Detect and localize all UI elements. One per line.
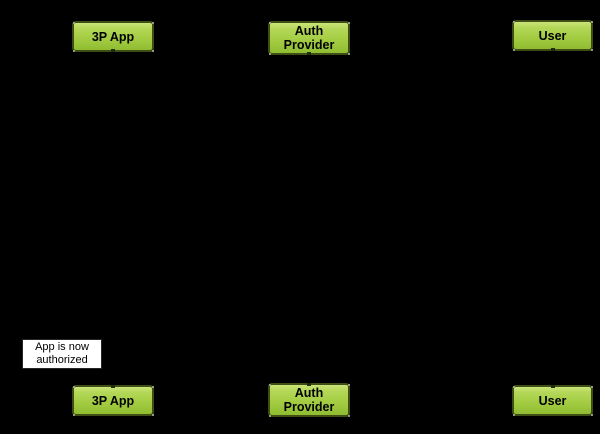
actor-box-3p-app-top: 3P App bbox=[72, 21, 154, 52]
lifeline-connector-dot bbox=[550, 48, 555, 51]
selection-handles bbox=[513, 21, 515, 23]
actor-box-auth-provider-top: Auth Provider bbox=[268, 21, 350, 55]
lifeline-connector-dot bbox=[550, 385, 555, 388]
lifeline-connector-dot bbox=[307, 383, 311, 386]
actor-label-auth-provider: Auth Provider bbox=[283, 386, 335, 414]
actor-box-3p-app-bottom: 3P App bbox=[72, 385, 154, 416]
selection-handles bbox=[269, 384, 271, 386]
actor-box-user-bottom: User bbox=[512, 385, 593, 416]
selection-handles bbox=[73, 22, 75, 24]
lifeline-connector-dot bbox=[307, 52, 311, 55]
selection-handles bbox=[513, 386, 515, 388]
actor-label-user: User bbox=[538, 28, 567, 43]
note-line-2: authorized bbox=[36, 354, 88, 366]
lifeline-connector-dot bbox=[111, 49, 115, 52]
selection-handles bbox=[269, 22, 271, 24]
actor-label-3p-app: 3P App bbox=[91, 29, 135, 44]
actor-label-user: User bbox=[538, 393, 567, 408]
actor-label-3p-app: 3P App bbox=[91, 393, 135, 408]
selection-handles bbox=[73, 386, 75, 388]
actor-box-auth-provider-bottom: Auth Provider bbox=[268, 383, 350, 417]
note-line-1: App is now bbox=[35, 341, 89, 353]
note-app-authorized: App is now authorized bbox=[22, 339, 102, 369]
actor-label-auth-provider: Auth Provider bbox=[283, 24, 335, 52]
lifeline-connector-dot bbox=[111, 385, 115, 388]
actor-box-user-top: User bbox=[512, 20, 593, 51]
